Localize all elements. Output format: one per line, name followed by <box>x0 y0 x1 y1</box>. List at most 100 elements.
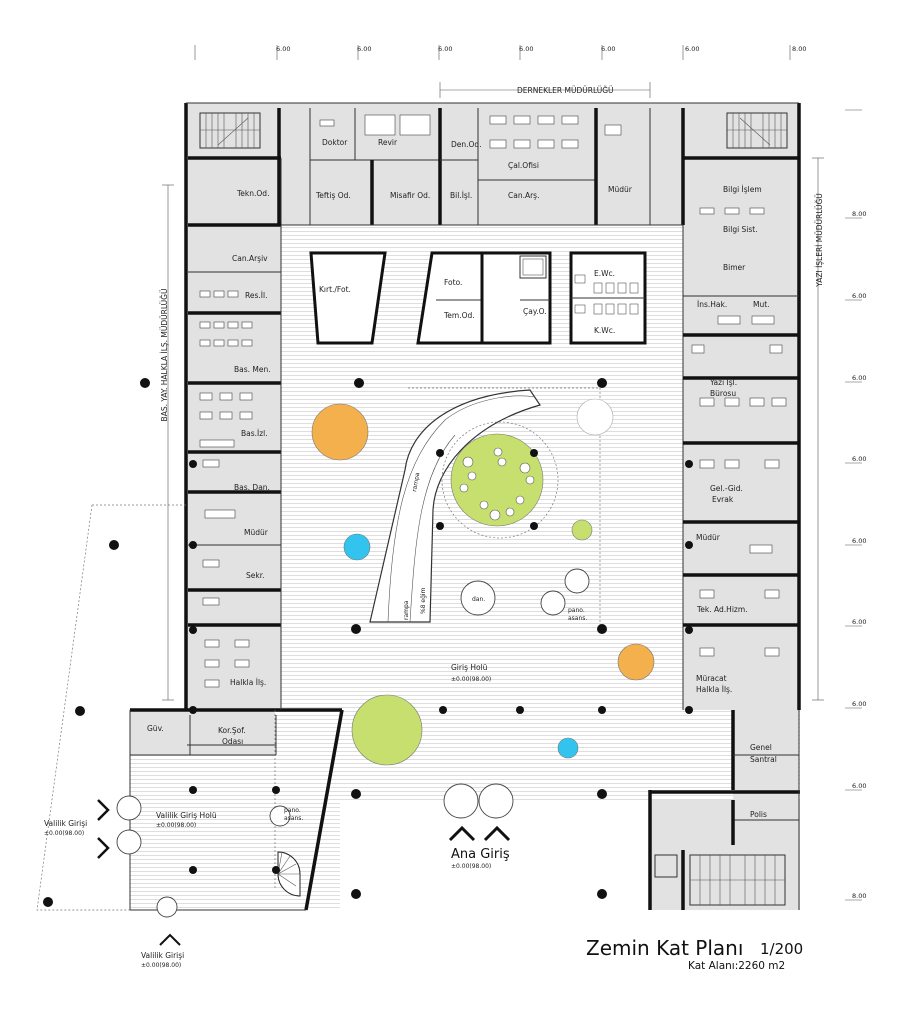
cyan-circle-left <box>343 533 371 561</box>
ramp-pct-label: %8 eğim <box>420 587 427 614</box>
stair-top-right <box>726 112 788 149</box>
top-department-label: DERNEKLER MÜDÜRLÜĞÜ <box>517 86 614 95</box>
room-cal-ofisi: Çal.Ofisi <box>508 161 539 170</box>
plan-area: Kat Alanı:2260 m2 <box>688 960 785 972</box>
room-halkla-ils-right: Halkla İlş. <box>696 685 732 694</box>
room-doktor: Doktor <box>322 138 348 147</box>
green-circle-small <box>571 519 593 541</box>
room-halkla-ils-left: Halkla İlş. <box>230 678 266 687</box>
dim-right-4: 6.00 <box>852 455 866 463</box>
room-e-wc: E.Wc. <box>594 269 615 278</box>
dim-top-1: 6.00 <box>276 45 290 53</box>
room-genel: Genel <box>750 743 772 752</box>
room-guv: Güv. <box>147 724 164 733</box>
room-foto: Foto. <box>444 278 462 287</box>
dim-top-7: 8.00 <box>792 45 806 53</box>
plan-title: Zemin Kat Planı <box>586 936 743 960</box>
spiral-stair <box>277 851 301 897</box>
dimension-lines <box>162 45 862 901</box>
room-can-ars: Can.Arş. <box>508 191 539 200</box>
governorship-entrance-side: Valilik Girişi <box>44 819 87 828</box>
room-polis: Polis <box>750 810 767 819</box>
room-res-il: Res.İl. <box>245 291 267 300</box>
room-kor-sof: Kor.Şof. <box>218 726 246 735</box>
room-bimer: Bimer <box>723 263 746 272</box>
ramp-label: rampa <box>411 472 421 493</box>
dim-top-6: 6.00 <box>685 45 699 53</box>
room-bil-isl: Bil.İşl. <box>450 191 472 200</box>
lobby-labels: Giriş Holü ±0.00(98.00) Valilik Giriş Ho… <box>44 663 510 969</box>
furniture <box>199 114 787 688</box>
room-odasi: Odası <box>222 737 243 746</box>
right-department-label: YAZI İŞLERİ MÜDÜRLÜĞÜ <box>815 193 824 288</box>
dim-right-3: 6.00 <box>852 374 866 382</box>
room-kirt-fot: Kırt./Fot. <box>319 285 351 294</box>
room-cay-o: Çay.O. <box>523 307 547 316</box>
room-labels-left: Tekn.Od. Can.Arşiv Res.İl. Bas. Men. Bas… <box>147 189 271 746</box>
room-bas-dan: Bas. Dan. <box>234 483 270 492</box>
room-teftis: Teftiş Od. <box>315 191 351 200</box>
fixtures <box>116 568 590 918</box>
side-labels: DERNEKLER MÜDÜRLÜĞÜ BAS. YAY. HALKLA İLŞ… <box>160 86 824 421</box>
ramp <box>369 389 541 623</box>
governorship-lobby-level: ±0.00(98.00) <box>156 822 196 829</box>
dim-right-8: 6.00 <box>852 782 866 790</box>
room-labels-right: Bilgi İşlem Bilgi Sist. Bimer İns.Hak. M… <box>696 185 777 819</box>
room-labels-top: Doktor Revir Den.Od. Çal.Ofisi Teftiş Od… <box>315 138 633 200</box>
orange-circle-right <box>617 643 655 681</box>
room-bilgi-sist: Bilgi Sist. <box>723 225 758 234</box>
governorship-lobby-title: Valilik Giriş Holü <box>156 811 217 820</box>
room-can-arsiv: Can.Arşiv <box>232 254 268 263</box>
stair-top-left <box>199 112 261 149</box>
dim-top-3: 6.00 <box>438 45 452 53</box>
dim-right-7: 6.00 <box>852 700 866 708</box>
room-k-wc: K.Wc. <box>594 326 615 335</box>
dim-top-5: 6.00 <box>601 45 615 53</box>
misc-labels: rampa %8 eğim rampa dan. pano. asans. pa… <box>284 472 587 822</box>
room-burosu: Bürosu <box>710 389 736 398</box>
dim-right-9: 8.00 <box>852 892 866 900</box>
room-bas-men: Bas. Men. <box>234 365 271 374</box>
dim-right-2: 6.00 <box>852 292 866 300</box>
main-entrance-title: Ana Giriş <box>451 847 510 862</box>
dim-right-5: 6.00 <box>852 537 866 545</box>
main-entrance-level: ±0.00(98.00) <box>451 863 491 870</box>
room-ins-hak: İns.Hak. <box>697 300 727 309</box>
dim-right-6: 6.00 <box>852 618 866 626</box>
room-mudur-right: Müdür <box>696 533 721 542</box>
room-evrak: Evrak <box>712 495 734 504</box>
core-block <box>309 251 647 345</box>
room-yazi-isl: Yazı İşl. <box>709 378 737 387</box>
room-mudur-top: Müdür <box>608 185 633 194</box>
room-mudur-left: Müdür <box>244 528 269 537</box>
ramp-label-2: rampa <box>403 600 410 620</box>
entrance-arrows <box>97 799 511 946</box>
dimension-labels: 6.00 6.00 6.00 6.00 6.00 6.00 8.00 8.00 … <box>276 45 866 900</box>
dim-top-4: 6.00 <box>519 45 533 53</box>
governorship-entrance-side-level: ±0.00(98.00) <box>44 830 84 837</box>
title-block: Zemin Kat Planı 1/200 Kat Alanı:2260 m2 <box>586 936 803 972</box>
room-tem-od: Tem.Od. <box>443 311 475 320</box>
info-desk-label: dan. <box>472 596 485 603</box>
pano-label-1: pano. <box>568 607 585 614</box>
room-den-od: Den.Od. <box>451 140 482 149</box>
room-revir: Revir <box>378 138 398 147</box>
cyan-circle-right <box>557 737 579 759</box>
partitions <box>130 108 799 910</box>
lobby-title: Giriş Holü <box>451 663 488 672</box>
grey-room-blocks <box>130 103 800 910</box>
dim-top-2: 6.00 <box>357 45 371 53</box>
asans-label-2: asans. <box>284 815 303 822</box>
asans-label-1: asans. <box>568 615 587 622</box>
pano-label-2: pano. <box>284 807 301 814</box>
room-gel-gid: Gel.-Gid. <box>710 484 743 493</box>
lobby-level: ±0.00(98.00) <box>451 676 491 683</box>
governorship-entrance-bottom: Valilik Girişi <box>141 951 184 960</box>
left-department-label: BAS. YAY. HALKLA İLŞ. MÜDÜRLÜĞÜ <box>160 289 169 422</box>
dashed-outlines <box>36 387 601 911</box>
plan-scale: 1/200 <box>760 940 803 958</box>
columns <box>43 378 693 907</box>
room-tekn-od: Tekn.Od. <box>236 189 269 198</box>
orange-circle-left <box>311 403 369 461</box>
